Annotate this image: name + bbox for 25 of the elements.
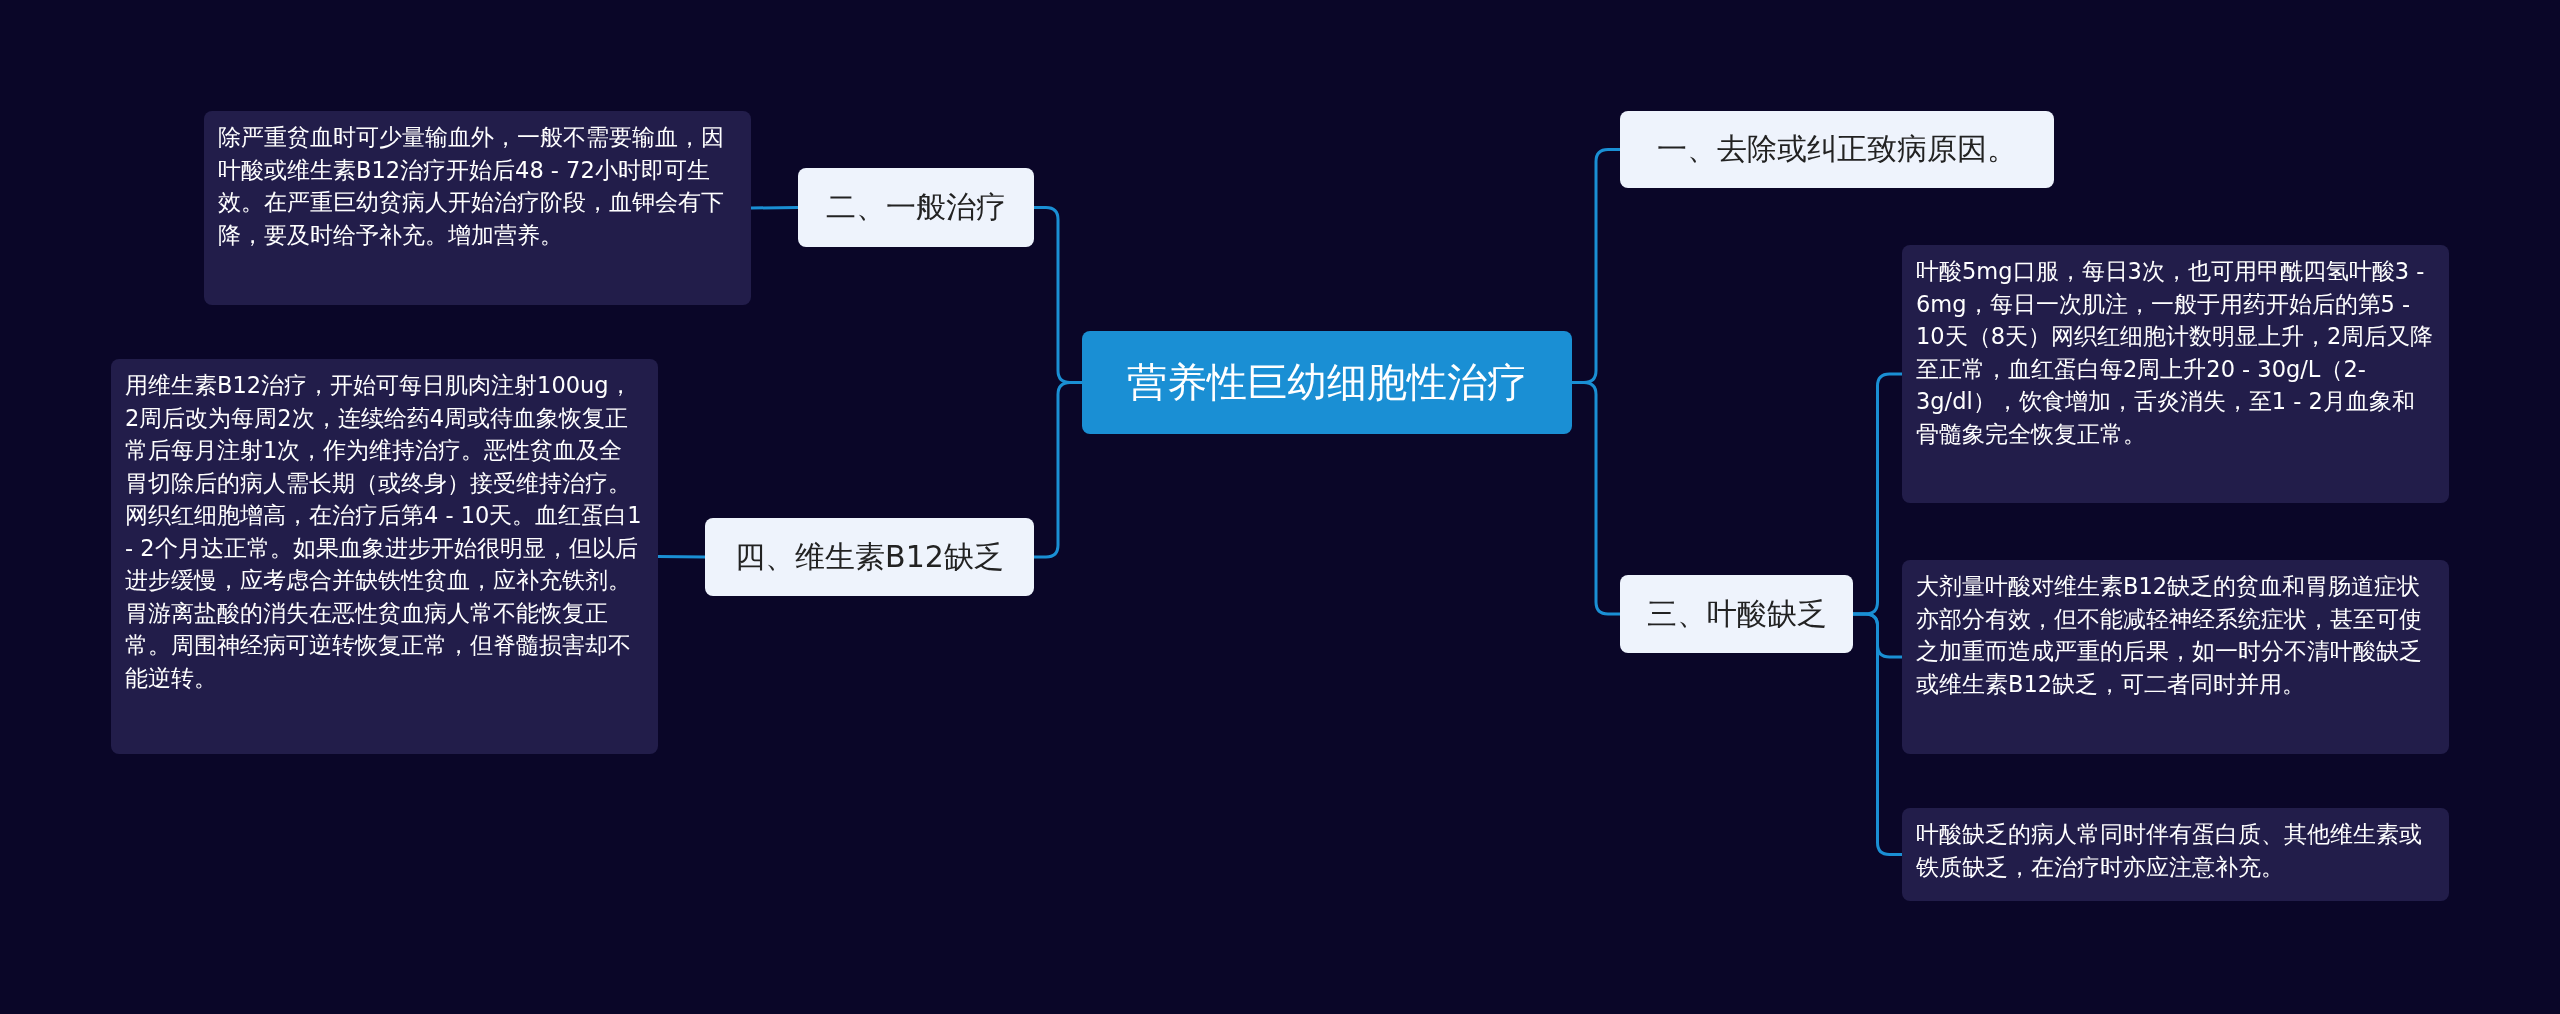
- connector-line: [1034, 381, 1082, 559]
- topic-box: [1620, 111, 2054, 188]
- topic-label: 二、一般治疗: [826, 188, 1006, 226]
- connector-line: [1572, 381, 1620, 616]
- connector-line: [1853, 612, 1902, 856]
- note-card: [1902, 245, 2449, 503]
- topic-box: [705, 518, 1034, 596]
- note-card: [204, 111, 751, 305]
- topic-label: 四、维生素B12缺乏: [735, 537, 1004, 576]
- note-card: [111, 359, 658, 754]
- connector-line: [751, 206, 798, 210]
- topic-box: [1620, 575, 1853, 653]
- note-text: 大剂量叶酸对维生素B12缺乏的贫血和胃肠道症状亦部分有效，但不能减轻神经系统症状，甚至可使之加重而造成严重的后果，如一时分不清叶酸缺乏或维生素B12缺乏，可二者同时并用。: [1916, 572, 2423, 699]
- topic-label: 三、叶酸缺乏: [1646, 594, 1827, 633]
- topic-label: 营养性巨幼细胞性治疗: [1127, 358, 1527, 407]
- note-text: 用维生素B12治疗，开始可每日肌肉注射100ug，2周后改为每周2次，连续给药4周或待血象恢复正常后每月注射1次，作为维持治疗。恶性贫血及全胃切除后的病人需长期（或终身）接受维持治疗。网织红细胞增高，在治疗后第4 - 10天。血红蛋白1 - 2个月达正常。如果血象进步开始很明显，但以后进步缓慢，应考虑合并缺铁性贫血，应补充铁剂。胃游离盐酸的消失在恶性贫血病人常不能恢复正常。周围神经病可逆转恢复正常，但脊髓损害却不能逆转。: [125, 371, 643, 693]
- note-text: 叶酸缺乏的病人常同时伴有蛋白质、其他维生素或铁质缺乏，在治疗时亦应注意补充。: [1916, 820, 2423, 882]
- note-card: [1902, 560, 2449, 754]
- connector-line: [658, 555, 705, 559]
- note-text: 除严重贫血时可少量输血外，一般不需要输血，因叶酸或维生素B12治疗开始后48 - 72小时即可生效。在严重巨幼贫病人开始治疗阶段，血钾会有下降，要及时给予补充。增加营养。: [218, 123, 725, 250]
- note-card: [1902, 808, 2449, 901]
- central-topic-box: [1082, 331, 1572, 434]
- topic-box: [798, 168, 1034, 247]
- note-text: 叶酸5mg口服，每日3次，也可用甲酰四氢叶酸3 - 6mg，每日一次肌注，一般于用药开始后的第5 - 10天（8天）网织红细胞计数明显上升，2周后又降至正常，血红蛋白每2周上升20 - 30g/L（2-3g/dl），饮食增加，舌炎消失，至1 - 2月血象和骨髓象完全恢复正常。: [1916, 257, 2435, 449]
- topic-label: 一、去除或纠正致病原因。: [1657, 130, 2017, 168]
